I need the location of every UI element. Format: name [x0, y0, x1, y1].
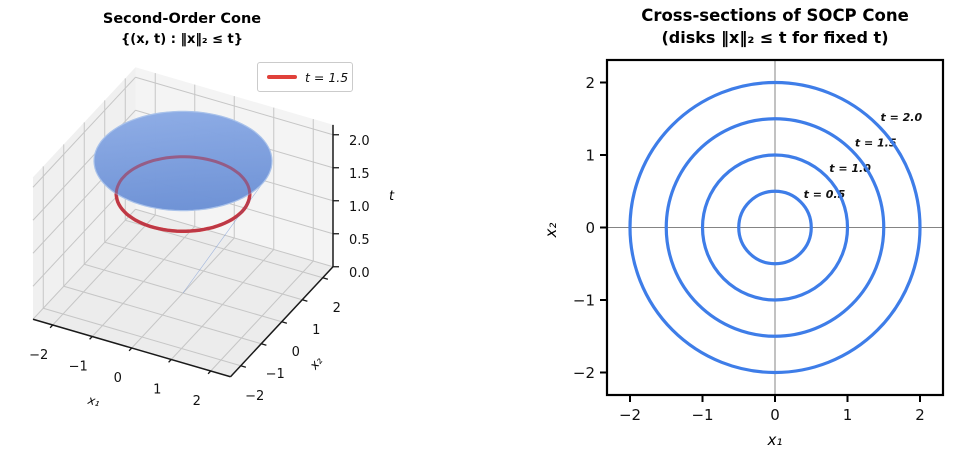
y-tick-label: −1 [573, 292, 595, 310]
x-tick-label: 1 [153, 383, 161, 398]
x-tick-label: 1 [843, 406, 853, 424]
x-tick [49, 324, 54, 329]
contour-label: t = 0.5 [804, 188, 846, 201]
contour-circle [628, 80, 922, 375]
x-tick-label: −1 [691, 406, 713, 424]
z-tick-label: 0.0 [349, 266, 370, 281]
y-tick [302, 299, 308, 302]
grid-line [43, 307, 241, 367]
y-tick-label: 2 [333, 301, 341, 316]
cone-opening [93, 110, 273, 212]
contour-circle [700, 153, 850, 302]
legend-line-swatch [267, 75, 297, 79]
x-tick-label: 2 [193, 394, 201, 409]
grid-line [63, 285, 262, 345]
x-tick [168, 359, 172, 363]
grid-line [32, 208, 136, 320]
contour-circle [664, 117, 886, 338]
y-tick-label: −2 [573, 364, 595, 382]
x-tick [207, 370, 212, 375]
y-tick [322, 277, 329, 280]
x-tick-label: 0 [770, 406, 780, 424]
grid-line [104, 241, 303, 301]
contour-label: t = 2.0 [881, 111, 923, 124]
y-tick-label: 2 [585, 74, 595, 92]
y-tick [261, 343, 267, 346]
y-tick [240, 365, 247, 368]
z-tick-label: 1.5 [349, 167, 370, 182]
contour-label: t = 1.5 [855, 137, 897, 150]
x-tick-label: −1 [69, 360, 88, 375]
grid-line [135, 208, 334, 268]
y-tick-label: 0 [585, 219, 595, 237]
y-tick-label: 0 [292, 345, 300, 360]
x-tick [89, 336, 93, 340]
legend-label: t = 1.5 [305, 69, 349, 85]
y-tick-label: 1 [312, 323, 320, 338]
legend-box: t = 1.5 [257, 62, 353, 92]
y-tick-label: −1 [266, 367, 285, 382]
grid-line [135, 76, 334, 136]
contour-circle [737, 189, 813, 266]
y-tick [281, 321, 288, 324]
x-tick-label: −2 [619, 406, 641, 424]
highlight-circle-through [114, 155, 252, 233]
y-tick-label: 1 [585, 147, 595, 165]
x-tick [128, 347, 133, 352]
x-tick-label: 0 [114, 371, 122, 386]
z-tick-label: 2.0 [349, 134, 370, 149]
contour-label: t = 1.0 [829, 162, 871, 175]
z-tick-label: 1.0 [349, 200, 370, 215]
grid-line [32, 76, 136, 188]
z-tick-label: 0.5 [349, 233, 370, 248]
x-tick-label: −2 [29, 348, 48, 363]
y-tick-label: −2 [245, 389, 264, 404]
x-tick-label: 2 [915, 406, 925, 424]
